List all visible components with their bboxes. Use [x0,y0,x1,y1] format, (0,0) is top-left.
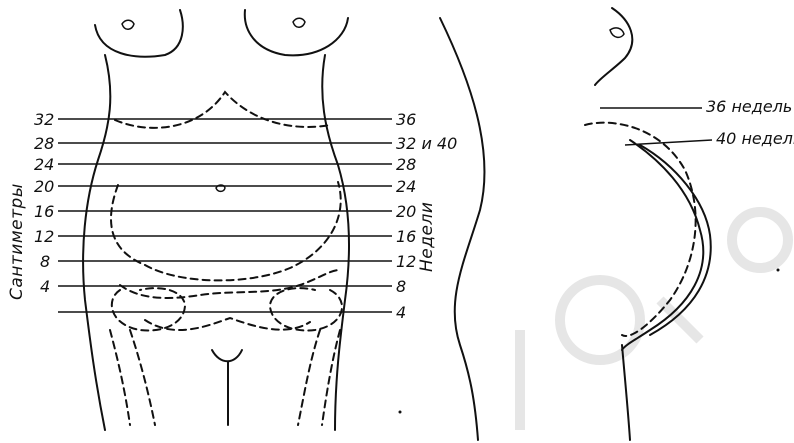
hip-contour-left [112,288,185,330]
left-nipple [122,20,134,29]
dot-mark [777,269,780,272]
centimeter-labels: 32 28 24 20 16 12 8 4 [34,110,54,296]
right-breast-outline [245,10,348,55]
back-outline [440,18,484,440]
weeks-label: 4 [396,303,406,322]
abdomen-front-outline-40 [640,145,711,335]
pelvic-floor-contour [145,318,310,330]
label-36-weeks: 36 недель [706,97,792,116]
cm-label: 32 [34,110,54,129]
uterus-contour-36-weeks [115,92,330,128]
cm-label: 16 [34,202,54,221]
cm-label: 4 [40,277,50,296]
weeks-label: 28 [396,155,416,174]
torso-right-outline [322,55,349,430]
weeks-label: 24 [396,177,416,196]
watermark [520,212,788,430]
left-breast-outline [95,10,183,57]
weeks-label: 32 и 40 [396,134,457,153]
weeks-axis-title: Недели [417,202,437,272]
label-40-weeks: 40 недель [716,129,794,148]
cm-label: 28 [34,134,54,153]
chest-outline [595,8,632,85]
pubic-outline [212,350,242,361]
legs-front-outline [622,345,630,440]
cm-label: 20 [34,177,54,196]
breast-detail [610,28,624,37]
centimeters-axis-title: Сантиметры [7,183,27,300]
weeks-label: 20 [396,202,416,221]
torso-left-outline [83,55,110,430]
cm-label: 8 [40,252,50,271]
pointer-line-40 [625,140,712,145]
pelvis-outline [120,270,340,298]
femur-left [130,330,155,425]
abdomen-front-outline [622,140,703,350]
weeks-label: 12 [396,252,416,271]
weeks-label: 8 [396,277,406,296]
right-nipple [293,18,305,27]
side-view-figure [440,8,712,440]
uterus-contour-sides [111,182,341,280]
dot-mark [399,411,402,414]
cm-label: 24 [34,155,54,174]
femur-right [298,330,320,425]
femur-left-inner [110,330,130,425]
level-lines [58,119,392,312]
front-view-figure [83,10,349,430]
cm-label: 12 [34,227,54,246]
weeks-label: 36 [396,110,416,129]
weeks-label: 16 [396,227,416,246]
